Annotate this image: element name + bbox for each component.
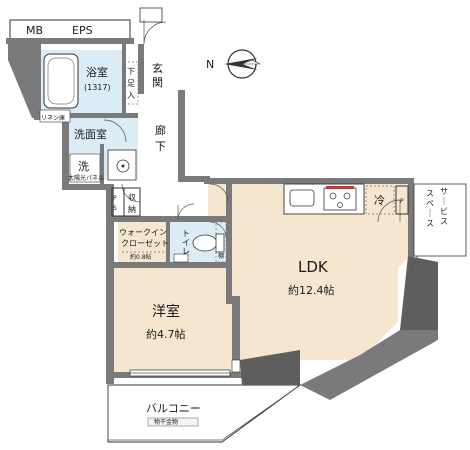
walls (6, 19, 438, 400)
kitchen-counter (283, 183, 365, 215)
pipe-space-right (395, 185, 409, 215)
label-corridor-2: 下 (155, 140, 166, 153)
svg-text:ビ: ビ (440, 207, 448, 216)
label-fridge: 冷 (374, 194, 385, 207)
label-ps-left-1: P (113, 195, 117, 202)
label-ldk-size: 約12.4帖 (288, 283, 335, 297)
label-toilet-3: レ (182, 247, 190, 256)
label-eps: EPS (72, 24, 93, 37)
svg-text:ス: ス (440, 217, 448, 226)
western-room-floor (114, 268, 240, 372)
label-laundry-sub: 太陽光パネル (68, 174, 104, 182)
label-washroom: 洗面室 (74, 127, 107, 141)
svg-text:サ: サ (440, 187, 448, 196)
label-ps-left-2: S (113, 205, 117, 212)
label-balcony: バルコニー (146, 402, 201, 415)
service-space (413, 183, 467, 257)
svg-text:ス: ス (426, 189, 434, 198)
toilet-fixture (173, 221, 227, 263)
label-toilet-1: ト (182, 229, 190, 238)
pipe-space-left (111, 187, 125, 217)
label-north: N (206, 58, 214, 71)
label-service-space: サ ｜ ビ ス ス ペ ｜ ス (426, 187, 448, 228)
drying-hardware (147, 417, 199, 427)
ldk-floor (208, 184, 408, 372)
svg-text:ス: ス (426, 219, 434, 228)
laundry-space (69, 153, 101, 183)
label-linen: リネン庫 (41, 114, 65, 122)
label-shoe-box-2: 足 (127, 79, 135, 88)
svg-text:ペ: ペ (426, 199, 434, 208)
label-ldk: LDK (298, 258, 329, 276)
fridge-space (365, 185, 395, 215)
bathtub (43, 53, 79, 109)
label-ps-right: P (400, 198, 404, 205)
label-corridor-1: 廊 (155, 123, 166, 137)
linen-storage (39, 109, 71, 123)
label-closet-2: クローゼット (121, 238, 169, 248)
label-storage-2: 納 (128, 204, 136, 214)
label-entrance-1: 玄 (152, 61, 163, 75)
label-toilet-shelf: 棚 (218, 252, 224, 260)
label-shoe-box-3: 入 (127, 91, 135, 100)
svg-text:｜: ｜ (426, 209, 434, 218)
label-shoe-box-1: 下 (127, 67, 135, 76)
balcony-area (107, 384, 302, 443)
label-entrance-2: 関 (152, 76, 163, 89)
closet-floor (118, 222, 170, 262)
label-balcony-sub: 物干金物 (154, 418, 178, 426)
label-toilet-2: イ (182, 238, 190, 247)
label-bath-room: 浴室 (86, 65, 108, 79)
label-bath-size: (1317) (84, 83, 111, 92)
north-compass-icon (224, 49, 261, 79)
label-storage-1: 収 (128, 192, 136, 202)
label-mb: MB (26, 24, 43, 37)
svg-text:｜: ｜ (440, 197, 448, 206)
label-western-size: 約4.7帖 (146, 327, 186, 341)
label-laundry: 洗 (78, 160, 89, 173)
label-closet-1: ウォークイン (119, 228, 167, 237)
wash-basin (107, 149, 137, 181)
label-western-room: 洋室 (152, 303, 180, 320)
label-closet-size: 約0.8帖 (130, 253, 152, 261)
